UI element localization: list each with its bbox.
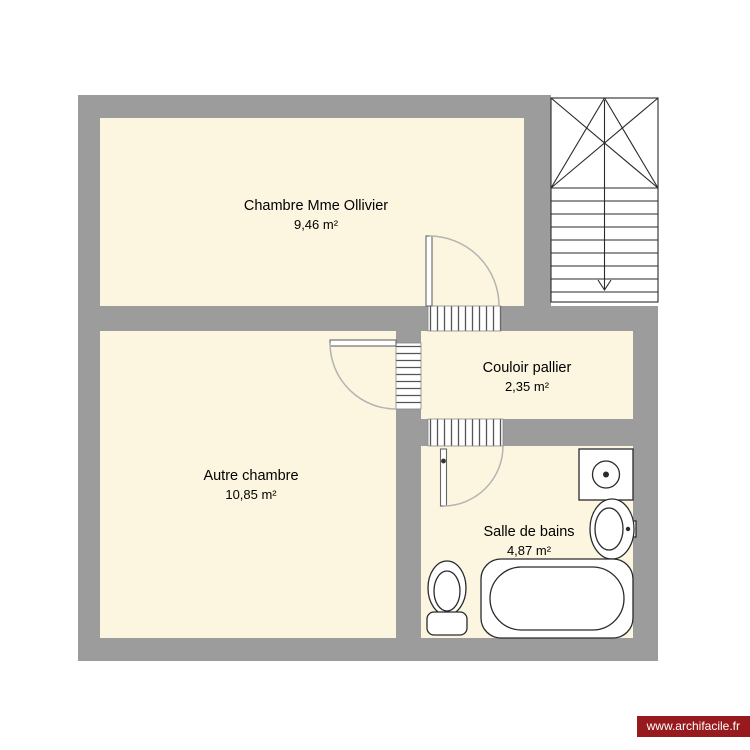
wall-bottom [78, 638, 658, 661]
room-label-chambre-mme-ollivier: Chambre Mme Ollivier 9,46 m² [244, 198, 388, 232]
wall-left [78, 95, 100, 661]
room-label-autre-chambre: Autre chambre 10,85 m² [203, 468, 298, 502]
bathtub-icon [480, 558, 634, 639]
room-chambre-mme-ollivier [100, 118, 524, 306]
door-autre-chambre [329, 339, 397, 410]
room-name: Couloir pallier [482, 360, 572, 376]
room-area: 2,35 m² [504, 379, 550, 394]
wall-right [633, 306, 658, 661]
door-leaf [439, 448, 448, 507]
room-label-salle-de-bains: Salle de bains 4,87 m² [483, 524, 574, 558]
door-swing-icon [443, 445, 504, 507]
room-area: 9,46 m² [293, 217, 339, 232]
toilet-icon [426, 560, 468, 636]
door-opening-salle-de-bains [427, 418, 504, 447]
door-swing-icon [428, 235, 500, 307]
door-handle-icon [441, 458, 446, 464]
door-opening-chambre [427, 305, 502, 332]
door-chambre [425, 235, 500, 307]
room-name: Autre chambre [203, 468, 299, 484]
room-name: Chambre Mme Ollivier [243, 198, 389, 214]
washing-machine-icon [578, 448, 634, 501]
door-salle-de-bains [439, 445, 504, 507]
door-swing-icon [329, 342, 397, 410]
room-name: Salle de bains [483, 524, 575, 540]
toilet-tank [426, 611, 468, 636]
room-area: 4,87 m² [506, 543, 552, 558]
door-opening-autre-chambre [395, 342, 422, 410]
stairs-icon [550, 97, 659, 303]
room-couloir-pallier [421, 331, 633, 419]
stair-direction-arrow-icon [597, 100, 612, 292]
washbasin-icon [589, 498, 637, 560]
watermark: www.archifacile.fr [636, 716, 750, 737]
room-area: 10,85 m² [225, 487, 277, 502]
wall-mid-horizontal [78, 306, 658, 331]
door-openings [395, 305, 504, 447]
wall-chambre-right [524, 95, 551, 331]
door-leaf [425, 235, 433, 307]
wall-top [78, 95, 546, 118]
room-autre-chambre [100, 331, 396, 638]
door-leaf [329, 339, 397, 347]
room-label-couloir-pallier: Couloir pallier 2,35 m² [483, 360, 572, 394]
